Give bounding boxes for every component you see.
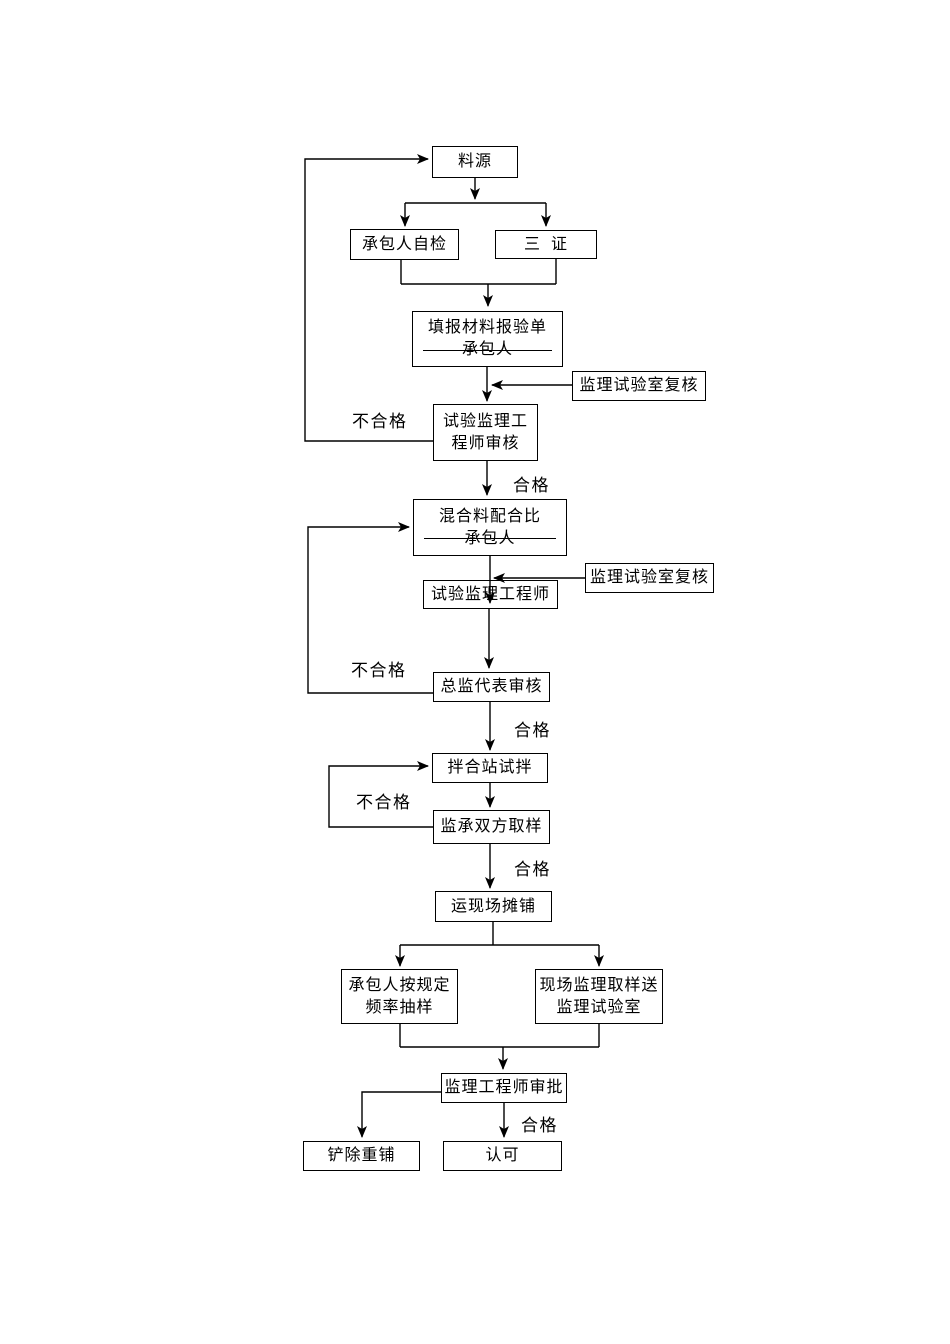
node-material-form: 填报材料报验单 承包人: [412, 311, 563, 367]
node-lab-recheck-1-label: 监理试验室复核: [579, 377, 699, 395]
node-test-engineer-review-line2: 程师审核: [451, 434, 520, 452]
node-remove-repave-label: 铲除重铺: [327, 1147, 396, 1165]
node-remove-repave: 铲除重铺: [303, 1141, 420, 1171]
divider-line: [424, 538, 556, 540]
label-pass-1: 合格: [513, 476, 550, 495]
label-pass-4: 合格: [521, 1116, 558, 1135]
node-contractor-sampling: 承包人按规定 频率抽样: [341, 969, 458, 1024]
node-self-check: 承包人自检: [350, 229, 459, 260]
node-test-engineer-review: 试验监理工 程师审核: [433, 404, 538, 461]
node-test-engineer-review-line1: 试验监理工: [442, 412, 528, 430]
node-mixing-trial-label: 拌合站试拌: [447, 759, 533, 777]
node-lab-recheck-2: 监理试验室复核: [585, 563, 714, 593]
node-material-form-line2: 承包人: [461, 341, 513, 358]
node-mixing-trial: 拌合站试拌: [432, 753, 548, 783]
node-mix-ratio-line2-row: 承包人: [414, 528, 566, 550]
node-contractor-sampling-line1: 承包人按规定: [348, 976, 451, 994]
node-material-form-line1: 填报材料报验单: [427, 319, 547, 337]
node-test-engineer-label: 试验监理工程师: [430, 585, 550, 603]
node-engineer-approval-label: 监理工程师审批: [444, 1079, 564, 1097]
node-source-label: 料源: [457, 153, 492, 171]
node-chief-review: 总监代表审核: [433, 672, 550, 702]
node-site-paving: 运现场摊铺: [435, 891, 552, 922]
node-source: 料源: [432, 146, 518, 178]
node-chief-review-label: 总监代表审核: [440, 678, 543, 696]
node-mix-ratio-line1: 混合料配合比: [438, 507, 541, 525]
node-accept-label: 认可: [485, 1147, 520, 1165]
edge-fail1-feedback: [304, 154, 433, 442]
node-self-check-label: 承包人自检: [361, 235, 447, 253]
node-engineer-approval: 监理工程师审批: [441, 1073, 567, 1103]
label-fail-1: 不合格: [352, 412, 408, 431]
node-three-certs: 三 证: [495, 230, 597, 259]
edge-approval-fail: [357, 1091, 441, 1138]
label-fail-3: 不合格: [356, 793, 412, 812]
label-fail-2: 不合格: [351, 661, 407, 680]
node-three-certs-label: 三 证: [523, 235, 568, 253]
node-joint-sampling-label: 监承双方取样: [440, 818, 543, 836]
node-material-form-line2-row: 承包人: [413, 339, 562, 361]
node-mix-ratio-line2: 承包人: [464, 529, 516, 547]
node-supervisor-sampling-line1: 现场监理取样送: [539, 976, 659, 994]
node-mix-ratio: 混合料配合比 承包人: [413, 499, 567, 556]
label-pass-3: 合格: [514, 860, 551, 879]
node-contractor-sampling-line2: 频率抽样: [365, 998, 434, 1016]
node-accept: 认可: [443, 1141, 562, 1171]
node-site-paving-label: 运现场摊铺: [450, 897, 536, 915]
label-pass-2: 合格: [514, 721, 551, 740]
node-lab-recheck-1: 监理试验室复核: [572, 371, 706, 401]
node-lab-recheck-2-label: 监理试验室复核: [589, 569, 709, 587]
divider-line: [423, 349, 552, 351]
node-test-engineer: 试验监理工程师: [423, 580, 558, 609]
node-supervisor-sampling: 现场监理取样送 监理试验室: [535, 969, 663, 1024]
node-supervisor-sampling-line2: 监理试验室: [556, 998, 642, 1016]
node-joint-sampling: 监承双方取样: [433, 810, 550, 844]
